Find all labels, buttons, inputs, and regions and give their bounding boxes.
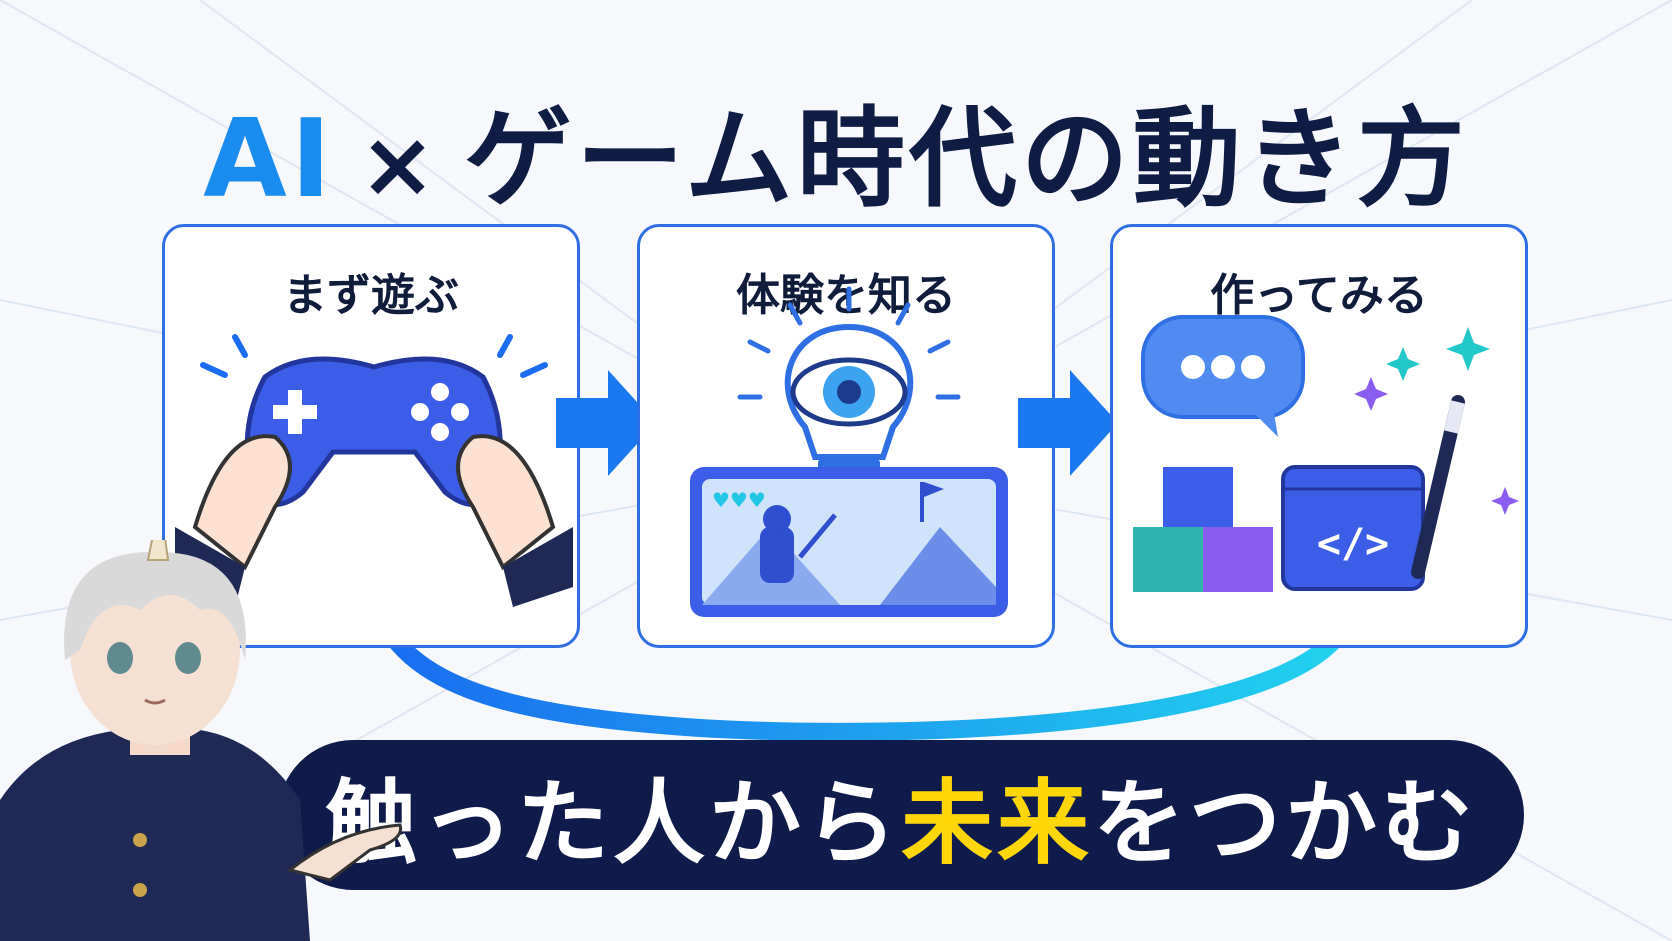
next-arrow-icon	[1018, 370, 1118, 476]
banner-highlight: 未来	[900, 769, 1093, 877]
banner-text-part2: をつかむ	[1093, 769, 1478, 877]
character-illustration	[0, 540, 403, 941]
svg-text:♥♥♥: ♥♥♥	[712, 488, 766, 512]
step-card-experience: 体験を知る ♥♥♥	[637, 224, 1055, 648]
banner-text: 触った人から未来をつかむ	[278, 740, 1524, 890]
chat-blocks-code-wand-icon: </>	[1133, 315, 1519, 592]
next-arrow-icon	[556, 370, 656, 476]
step-label: 作ってみる	[1210, 270, 1428, 321]
page-title: AI×ゲーム時代の動き方	[0, 72, 1672, 228]
step-label: まず遊ぶ	[283, 270, 459, 321]
svg-text:</>: </>	[1317, 521, 1389, 567]
banner-text-part1: 触った人から	[324, 769, 901, 877]
step-card-create: 作ってみる </>	[1110, 224, 1528, 648]
title-cross: ×	[358, 111, 441, 218]
step-label: 体験を知る	[736, 270, 956, 321]
bottom-banner: 触った人から未来をつかむ	[278, 740, 1524, 890]
title-rest: ゲーム時代の動き方	[464, 97, 1469, 222]
eye-lightbulb-game-icon: ♥♥♥	[690, 286, 1008, 617]
gamepad-icon	[175, 334, 573, 607]
title-ai: AI	[203, 97, 335, 222]
